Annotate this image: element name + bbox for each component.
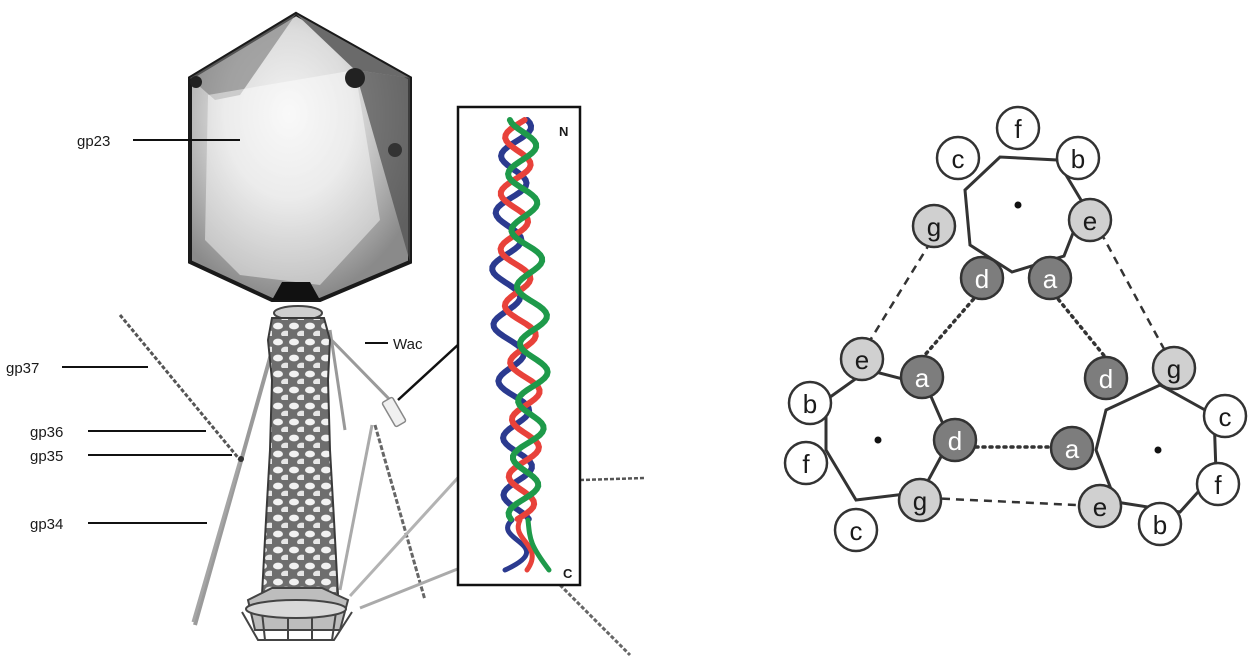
helical-wheel-2: b e a dg c f — [785, 338, 976, 551]
label-gp34: gp34 — [30, 516, 63, 533]
wheel-center-dot — [1015, 202, 1022, 209]
heptad-label-b: b — [803, 389, 817, 419]
label-gp36: gp36 — [30, 424, 63, 441]
baseplate — [242, 588, 352, 640]
heptad-label-g: g — [913, 486, 927, 516]
heptad-label-e: e — [1093, 492, 1107, 522]
n-terminus-label: N — [559, 124, 568, 139]
heptad-label-e: e — [1083, 206, 1097, 236]
heptad-label-a: a — [1065, 434, 1080, 464]
label-gp35: gp35 — [30, 448, 63, 465]
helical-wheel-1: c f b ea d g — [913, 107, 1111, 299]
heptad-label-d: d — [975, 264, 989, 294]
heptad-label-a: a — [915, 363, 930, 393]
heptad-label-g: g — [1167, 354, 1181, 384]
heptad-label-d: d — [1099, 364, 1113, 394]
heptad-label-e: e — [855, 345, 869, 375]
tail-sheath — [262, 318, 338, 595]
wheel-center-dot — [1155, 447, 1162, 454]
heptad-label-c: c — [1219, 402, 1232, 432]
heptad-label-c: c — [952, 144, 965, 174]
heptad-label-g: g — [927, 212, 941, 242]
heptad-label-d: d — [948, 426, 962, 456]
label-gp37: gp37 — [6, 360, 39, 377]
heptad-label-a: a — [1043, 264, 1058, 294]
heptad-label-b: b — [1153, 510, 1167, 540]
heptad-label-c: c — [850, 516, 863, 546]
tail-fiber-left — [120, 315, 275, 625]
heptad-label-f: f — [802, 449, 810, 479]
label-wac: Wac — [393, 336, 423, 353]
heptad-label-f: f — [1014, 114, 1022, 144]
heptad-label-b: b — [1071, 144, 1085, 174]
label-gp23: gp23 — [77, 133, 110, 150]
heptad-label-f: f — [1214, 470, 1222, 500]
wheel-center-dot — [875, 437, 882, 444]
capsid-head — [190, 14, 410, 300]
ribbon-structure-inset: N C — [458, 107, 580, 585]
c-terminus-label: C — [563, 566, 573, 581]
helical-wheel-3: c g d ae b f — [1051, 347, 1246, 545]
